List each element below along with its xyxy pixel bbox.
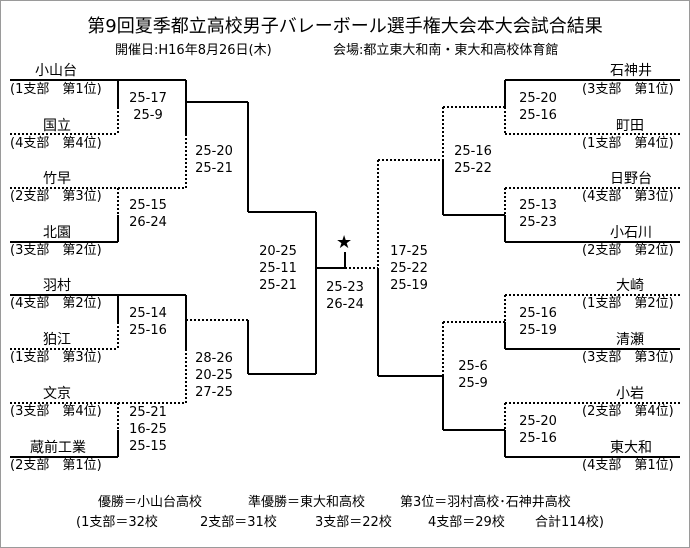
score-line: 25-23: [519, 215, 557, 230]
score-line: 26-24: [326, 297, 364, 312]
left-team-3-name: 竹早: [43, 171, 71, 187]
left-team-5-name: 羽村: [43, 278, 71, 294]
right-team-8-conf: (4支部 第1位): [582, 458, 674, 473]
date-line: 開催日:H16年8月26日(木): [115, 43, 272, 58]
score-line: 20-25: [259, 244, 297, 259]
score-r-r2-a: 25-16 25-22: [443, 143, 503, 177]
left-team-8-conf: (2支部 第1位): [10, 458, 102, 473]
score-line: 25-16: [519, 431, 557, 446]
left-team-3-conf: (2支部 第3位): [10, 189, 102, 204]
score-line: 25-16: [519, 108, 557, 123]
footer-third-place: 第3位＝羽村高校･石神井高校: [400, 495, 571, 510]
score-line: 25-17: [129, 91, 167, 106]
score-line: 25-22: [454, 161, 492, 176]
score-l-r1-b: 25-15 26-24: [118, 197, 178, 231]
right-team-4-name: 小石川: [610, 225, 652, 241]
score-final: 25-23 26-24: [315, 279, 375, 313]
right-team-2-conf: (1支部 第4位): [582, 136, 674, 151]
right-team-5-name: 大崎: [616, 278, 644, 294]
score-line: 25-21: [195, 161, 233, 176]
score-line: 25-14: [129, 306, 167, 321]
score-line: 25-15: [129, 198, 167, 213]
left-team-4-name: 北園: [43, 225, 71, 241]
score-line: 28-26: [195, 351, 233, 366]
score-line: 17-25: [390, 244, 428, 259]
score-l-r2-a: 25-20 25-21: [184, 143, 244, 177]
footer-winner: 優勝＝小山台高校: [98, 495, 203, 510]
right-team-3-name: 日野台: [610, 171, 652, 187]
left-team-5-conf: (4支部 第2位): [10, 296, 102, 311]
score-r-r1-b: 25-13 25-23: [508, 197, 568, 231]
score-line: 25-21: [129, 405, 167, 420]
score-line: 25-21: [259, 278, 297, 293]
score-line: 25-11: [259, 261, 297, 276]
venue-line: 会場:都立東大和南・東大和高校体育館: [333, 43, 559, 58]
score-l-r1-a: 25-17 25-9: [118, 90, 178, 124]
footer-conf-4: 4支部＝29校: [428, 515, 505, 530]
right-team-7-conf: (2支部 第4位): [582, 404, 674, 419]
champion-star-icon: ★: [336, 232, 353, 253]
footer-runner-up: 準優勝＝東大和高校: [248, 495, 366, 510]
footer-conf-1: (1支部＝32校: [76, 515, 158, 530]
right-team-1-name: 石神井: [610, 63, 652, 79]
left-team-1-conf: (1支部 第1位): [10, 82, 102, 97]
score-line: 25-9: [458, 376, 488, 391]
footer-conf-2: 2支部＝31校: [200, 515, 277, 530]
left-team-7-conf: (3支部 第4位): [10, 404, 102, 419]
right-team-5-conf: (1支部 第2位): [582, 296, 674, 311]
score-r-r2-b: 25-6 25-9: [443, 358, 503, 392]
score-line: 25-16: [129, 323, 167, 338]
score-line: 20-25: [195, 368, 233, 383]
footer-total: 合計114校): [535, 515, 604, 530]
score-r-r1-a: 25-20 25-16: [508, 90, 568, 124]
score-line: 27-25: [195, 385, 233, 400]
score-r-semi: 17-25 25-22 25-19: [379, 243, 439, 294]
right-team-8-name: 東大和: [610, 440, 652, 456]
left-team-1-name: 小山台: [35, 63, 77, 79]
left-team-7-name: 文京: [43, 386, 71, 402]
score-line: 25-16: [454, 144, 492, 159]
left-team-6-name: 狛江: [43, 332, 71, 348]
left-team-6-conf: (1支部 第3位): [10, 350, 102, 365]
right-team-1-conf: (3支部 第1位): [582, 82, 674, 97]
score-line: 25-9: [133, 108, 163, 123]
left-team-4-conf: (3支部 第2位): [10, 243, 102, 258]
score-l-r1-c: 25-14 25-16: [118, 305, 178, 339]
right-team-6-conf: (3支部 第3位): [582, 350, 674, 365]
score-line: 25-23: [326, 280, 364, 295]
left-team-2-name: 国立: [43, 118, 71, 134]
footer-conf-3: 3支部＝22校: [315, 515, 392, 530]
score-r-r1-c: 25-16 25-19: [508, 305, 568, 339]
score-line: 25-16: [519, 306, 557, 321]
left-team-8-name: 蔵前工業: [30, 440, 86, 456]
score-line: 25-19: [390, 278, 428, 293]
score-line: 25-15: [129, 439, 167, 454]
score-r-r1-d: 25-20 25-16: [508, 413, 568, 447]
score-l-semi: 20-25 25-11 25-21: [248, 243, 308, 294]
score-line: 25-19: [519, 323, 557, 338]
score-l-r1-d: 25-21 16-25 25-15: [118, 404, 178, 455]
score-line: 25-13: [519, 198, 557, 213]
score-line: 26-24: [129, 215, 167, 230]
right-team-7-name: 小岩: [616, 386, 644, 402]
score-line: 16-25: [129, 422, 167, 437]
right-team-3-conf: (4支部 第3位): [582, 189, 674, 204]
score-l-r2-b: 28-26 20-25 27-25: [184, 350, 244, 401]
left-team-2-conf: (4支部 第4位): [10, 136, 102, 151]
score-line: 25-22: [390, 261, 428, 276]
score-line: 25-6: [458, 359, 488, 374]
score-line: 25-20: [519, 414, 557, 429]
right-team-2-name: 町田: [616, 118, 644, 134]
right-team-4-conf: (2支部 第2位): [582, 243, 674, 258]
right-team-6-name: 清瀬: [616, 332, 644, 348]
score-line: 25-20: [195, 144, 233, 159]
page-title: 第9回夏季都立高校男子バレーボール選手権大会本大会試合結果: [87, 16, 603, 37]
score-line: 25-20: [519, 91, 557, 106]
